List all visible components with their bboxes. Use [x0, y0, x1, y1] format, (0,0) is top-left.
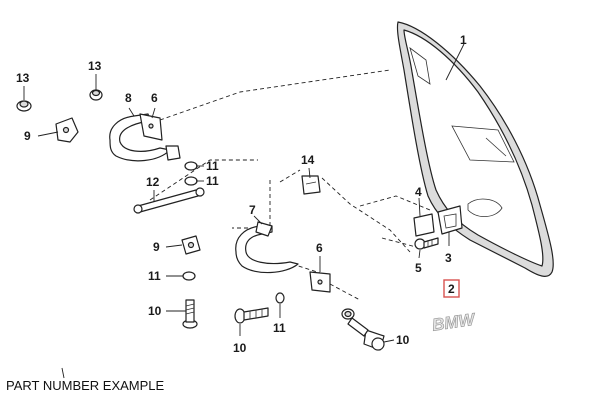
callout-2: 2 — [448, 282, 455, 296]
trim-panel — [396, 21, 554, 277]
caption-tick — [61, 367, 65, 379]
callout-9-upper: 9 — [24, 129, 31, 143]
callout-3: 3 — [445, 251, 452, 265]
callout-11-upper-a: 11 — [206, 159, 219, 173]
callout-11-lower-b: 11 — [273, 321, 286, 335]
callout-14: 14 — [301, 153, 315, 167]
upper-hinge-assembly — [16, 89, 205, 214]
bmw-emblem: BMW — [431, 310, 478, 335]
number-leaders — [23, 43, 465, 343]
callout-13-right: 13 — [88, 59, 102, 73]
callout-6-lower: 6 — [316, 241, 323, 255]
callout-9-lower: 9 — [153, 240, 160, 254]
right-fasteners — [413, 205, 463, 250]
callout-6-upper: 6 — [151, 91, 158, 105]
dashed-leaders — [149, 69, 431, 301]
callout-13-left: 13 — [16, 71, 30, 85]
callout-11-upper-b: 11 — [206, 174, 219, 188]
callout-numbers: 1 13 13 8 6 9 11 11 12 14 7 4 3 5 2 9 6 … — [16, 33, 467, 355]
callout-12: 12 — [146, 175, 160, 189]
callout-10-right: 10 — [396, 333, 410, 347]
highlight-box — [443, 279, 460, 298]
lower-hinge-assembly — [235, 175, 331, 293]
callout-8: 8 — [125, 91, 132, 105]
callout-4: 4 — [415, 185, 422, 199]
callout-10-left: 10 — [148, 304, 162, 318]
middle-fasteners — [234, 292, 385, 351]
callout-5: 5 — [415, 261, 422, 275]
left-fasteners — [181, 235, 201, 329]
caption-text: PART NUMBER EXAMPLE — [6, 378, 165, 393]
callout-1: 1 — [460, 33, 467, 47]
callout-10-middle: 10 — [233, 341, 247, 355]
callout-7: 7 — [249, 203, 256, 217]
callout-11-lower-a: 11 — [148, 269, 161, 283]
